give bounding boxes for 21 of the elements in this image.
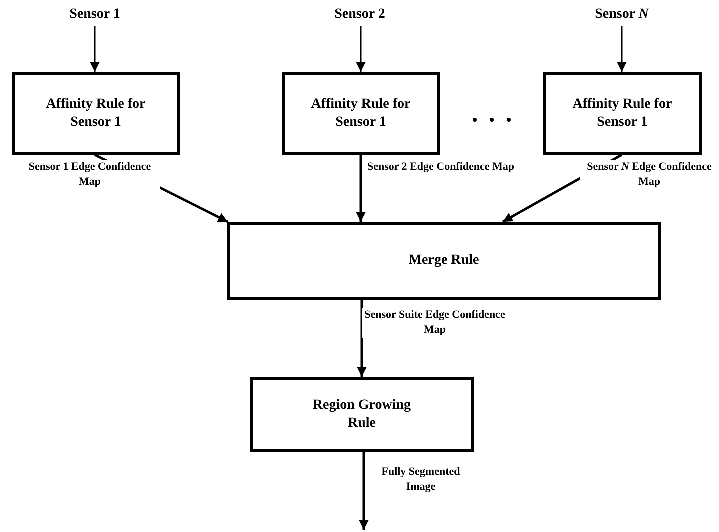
box-label: Merge Rule xyxy=(408,252,480,270)
input-label: Sensor N xyxy=(582,4,662,24)
box-label: Region Growing Rule xyxy=(312,397,412,432)
arrow xyxy=(356,26,366,72)
process-box xyxy=(12,72,180,155)
arrow xyxy=(356,155,366,222)
box-label: Affinity Rule for Sensor 1 xyxy=(45,96,147,131)
edge-label: Sensor Suite Edge Confidence Map xyxy=(362,308,508,338)
arrow xyxy=(357,300,367,377)
box-label: Affinity Rule for Sensor 1 xyxy=(572,96,674,131)
process-box xyxy=(227,222,661,300)
edge-label: Sensor 2 Edge Confidence Map xyxy=(366,160,516,175)
process-box xyxy=(250,377,474,452)
arrow xyxy=(617,26,627,72)
arrow xyxy=(359,452,369,530)
process-box xyxy=(543,72,702,155)
process-box xyxy=(282,72,440,155)
input-label: Sensor 1 xyxy=(55,4,135,24)
input-label: Sensor 2 xyxy=(320,4,400,24)
box-label: Affinity Rule for Sensor 1 xyxy=(310,96,412,131)
arrow xyxy=(90,26,100,72)
